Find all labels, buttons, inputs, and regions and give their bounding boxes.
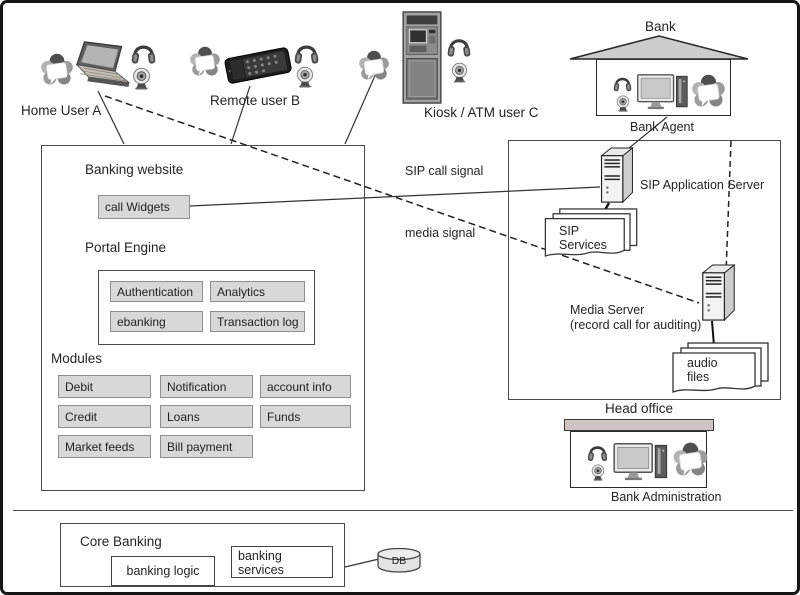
person-flower-icon [190, 46, 220, 78]
core-banking-box [60, 523, 345, 587]
portal-engine-title: Portal Engine [85, 240, 167, 255]
sip-services-label: SIP Services [559, 224, 607, 252]
module-box: Bill payment [160, 435, 253, 458]
sip-call-signal-label: SIP call signal [405, 164, 484, 178]
desktop-pc-icon [613, 443, 669, 481]
headphones-icon [587, 441, 608, 463]
module-box: Debit [58, 375, 151, 398]
sip-server-icon [599, 147, 635, 205]
person-flower-icon [673, 442, 708, 478]
call-widgets-box: call Widgets [98, 195, 190, 219]
module-box: Market feeds [58, 435, 151, 458]
webcam-icon [131, 67, 152, 90]
modules-title: Modules [51, 351, 103, 366]
headphones-icon [294, 39, 319, 66]
person-flower-icon [359, 50, 389, 82]
bank-label: Bank [645, 19, 676, 34]
portal-component: Transaction log [210, 311, 305, 332]
bank-agent-label: Bank Agent [630, 120, 694, 134]
remote-user-label: Remote user B [210, 93, 301, 108]
office-roof-icon [564, 419, 714, 431]
webcam-icon [450, 62, 469, 83]
banking-services-box: banking services [231, 546, 333, 578]
webcam-icon [590, 464, 606, 481]
bank-roof-icon [569, 35, 749, 60]
person-flower-icon [692, 74, 725, 109]
sip-application-server-label: SIP Application Server [640, 178, 765, 192]
media-server-note: (record call for auditing) [570, 318, 702, 332]
module-box: Credit [58, 405, 151, 428]
module-box: Notification [160, 375, 253, 398]
media-server-icon [700, 264, 737, 323]
headphones-icon [447, 33, 471, 59]
core-banking-db-line [344, 558, 380, 568]
module-box: Funds [260, 405, 351, 428]
db-label: DB [391, 555, 407, 567]
banking-logic-box: banking logic [111, 556, 215, 586]
core-banking-title: Core Banking [80, 534, 162, 549]
laptop-icon [72, 40, 135, 95]
home-user-label: Home User A [21, 103, 102, 118]
media-server-label: Media Server [570, 303, 645, 317]
portal-component: Authentication [110, 281, 203, 302]
smartphone-icon [223, 43, 293, 87]
person-flower-icon [41, 53, 73, 87]
webcam-icon [295, 66, 315, 88]
headphones-icon [613, 73, 632, 93]
bank-administration-label: Bank Administration [611, 490, 722, 504]
portal-component: ebanking [110, 311, 203, 332]
section-divider [13, 510, 793, 511]
portal-component: Analytics [210, 281, 305, 302]
banking-website-title: Banking website [85, 162, 184, 177]
media-signal-label: media signal [405, 226, 476, 240]
audio-files-documents-icon [670, 342, 774, 394]
headphones-icon [131, 39, 156, 66]
audio-files-label: audio files [687, 356, 718, 384]
module-box: Loans [160, 405, 253, 428]
desktop-pc-icon [637, 74, 689, 110]
webcam-icon [615, 95, 631, 112]
atm-kiosk-icon [402, 11, 442, 104]
home-user-call-line [97, 90, 125, 145]
kiosk-user-label: Kiosk / ATM user C [424, 105, 539, 120]
module-box: account info [260, 375, 351, 398]
head-office-label: Head office [605, 401, 674, 416]
